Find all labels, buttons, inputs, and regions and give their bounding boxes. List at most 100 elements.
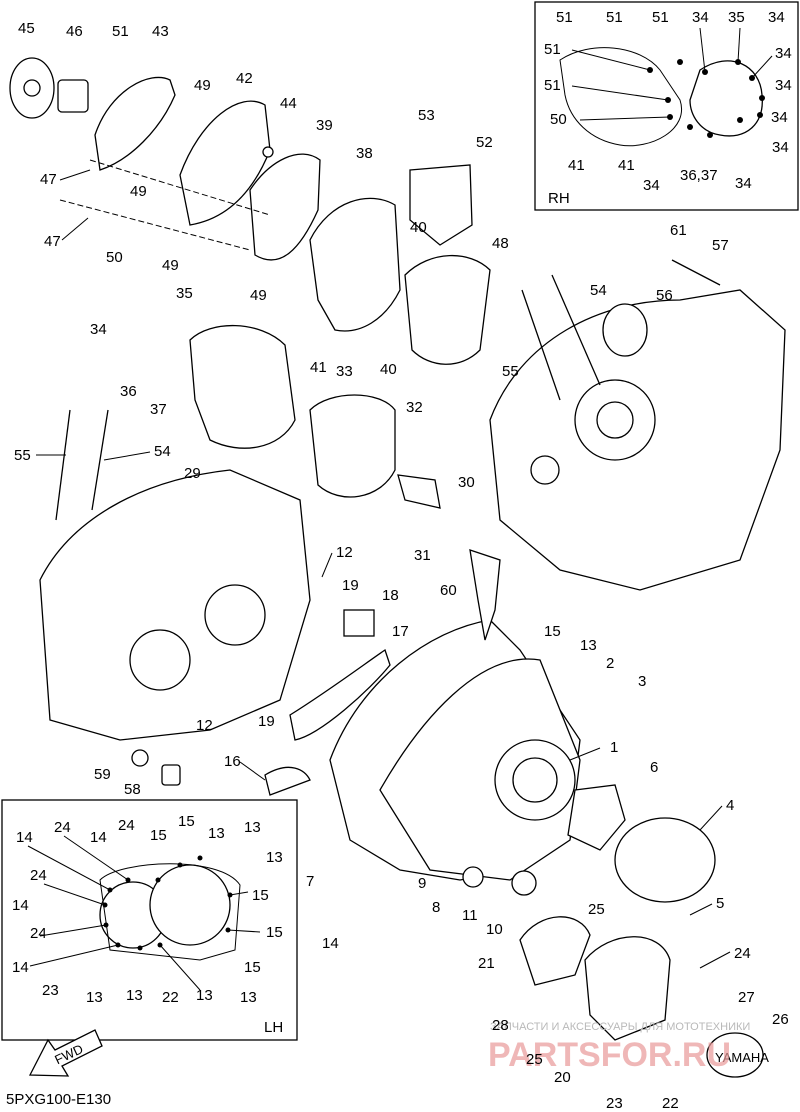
rh-callout: 51 [556,9,573,26]
part-callout: 10 [486,921,503,938]
lh-callout: 13 [266,849,283,866]
part-callout: 33 [336,363,353,380]
part-callout: 53 [418,107,435,124]
lh-callout: 23 [42,982,59,999]
part-55-stud-left [55,409,71,521]
rh-callout: 51 [652,9,669,26]
right-crankcase [489,259,786,591]
rh-callout: 34 [692,9,709,26]
part-18-holder [343,609,375,637]
lh-callout: 15 [266,924,283,941]
rh-callout: 34 [775,45,792,62]
part-callout: 8 [432,899,440,916]
part-callout: 57 [712,237,729,254]
lh-callout: 24 [54,819,71,836]
part-callout: 60 [440,582,457,599]
lh-callout: 14 [16,829,33,846]
rh-inset-frame [534,1,799,211]
part-callout: 1 [610,739,618,756]
lh-callout: 24 [30,867,47,884]
part-callout: 61 [670,222,687,239]
part-callout: 31 [414,547,431,564]
part-callout: 35 [176,285,193,302]
rh-callout: 36,37 [680,167,718,184]
part-59-washer [131,749,149,767]
watermark-line1: ЗАПЧАСТИ И АКСЕССУАРЫ ДЛЯ МОТОТЕХНИКИ [490,1021,750,1033]
part-10-plug [511,870,537,896]
part-callout: 19 [342,577,359,594]
part-46-hub [57,79,89,113]
part-callout: 58 [124,781,141,798]
part-callout: 32 [406,399,423,416]
rh-callout: 34 [775,77,792,94]
part-43-cover [94,76,176,171]
lh-callout: 24 [30,925,47,942]
part-26-cap [706,1032,764,1078]
part-callout: 2 [606,655,614,672]
part-16-bracket [264,766,311,796]
part-callout: 59 [94,766,111,783]
lh-callout: 13 [208,825,225,842]
rh-callout: 41 [568,157,585,174]
part-callout: 47 [40,171,57,188]
part-11-oring [462,866,484,888]
part-28-cover [584,936,671,1041]
part-callout: 19 [258,713,275,730]
part-callout: 15 [544,623,561,640]
rh-callout: 50 [550,111,567,128]
part-callout: 47 [44,233,61,250]
gear-cover-group [9,57,321,261]
part-callout: 11 [462,907,478,924]
part-callout: 20 [554,1069,571,1086]
lh-callout: 13 [240,989,257,1006]
part-callout: 56 [656,287,673,304]
part-callout: 38 [356,145,373,162]
diagram-code: 5PXG100-E130 [6,1091,111,1108]
fwd-label: FWD [52,1041,85,1067]
lh-callout: 14 [12,897,29,914]
part-callout: 42 [236,70,253,87]
part-55-stud [521,289,561,401]
part-callout: 4 [726,797,734,814]
part-32-gasket [309,394,396,498]
part-callout: 40 [410,219,427,236]
part-callout: 45 [18,20,35,37]
part-callout: 51 [112,23,129,40]
part-callout: 49 [130,183,147,200]
part-callouts: 45 46 51 43 42 49 44 39 47 49 47 50 49 4… [14,20,789,1112]
part-callout: 36 [120,383,137,400]
fwd-arrow: FWD [28,1029,103,1077]
lh-callout: 24 [118,817,135,834]
rh-callout: 34 [735,175,752,192]
lh-callout: 13 [244,819,261,836]
crankcase-left-half [39,469,311,741]
part-callout: 12 [336,544,353,561]
part-callout: 23 [606,1095,623,1112]
watermark-line2: PARTSFOR.RU [488,1036,731,1074]
part-callout: 40 [380,361,397,378]
part-callout: 29 [184,465,201,482]
part-callout: 6 [650,759,658,776]
part-38-cover [309,197,401,332]
part-callout: 21 [478,955,495,972]
part-54-stud [551,274,601,386]
part-callout: 41 [310,359,327,376]
part-callout: 37 [150,401,167,418]
part-29-cover [189,324,296,449]
part-17-bracket [289,648,391,741]
part-60-pipe [469,549,501,641]
part-callout: 54 [590,282,607,299]
part-57-stud [671,259,721,286]
part-callout: 26 [772,1011,789,1028]
part-callout: 9 [418,875,426,892]
part-callout: 52 [476,134,493,151]
part-callout: 43 [152,23,169,40]
cover-badge: YAMAHA [715,1050,769,1065]
part-39-gasket [249,153,321,261]
part-callout: 34 [90,321,107,338]
lh-callout: 13 [126,987,143,1004]
rh-callout: 34 [643,177,660,194]
part-callout: 49 [250,287,267,304]
rh-callout: 34 [768,9,785,26]
